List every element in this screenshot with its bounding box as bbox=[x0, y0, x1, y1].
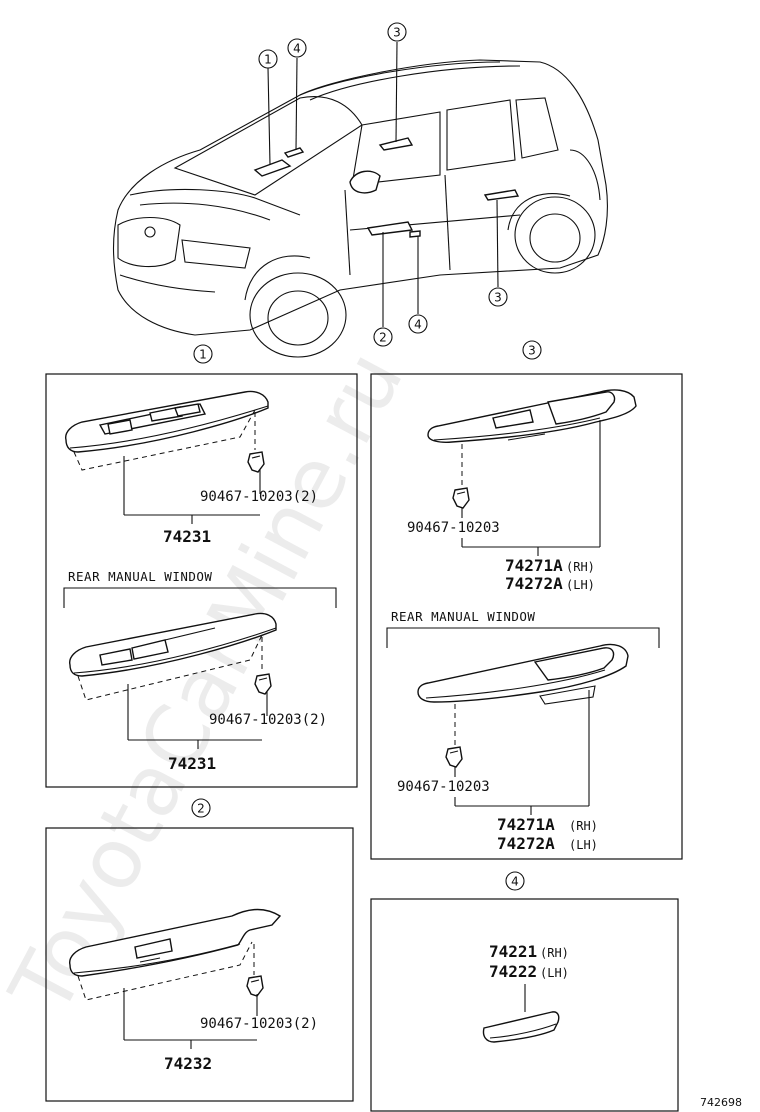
svg-text:2: 2 bbox=[197, 802, 205, 816]
dashed-outline-1r bbox=[77, 634, 263, 701]
clip-part-number-3r: 90467-10203 bbox=[397, 779, 490, 795]
side-lh-3f: (LH) bbox=[566, 578, 595, 592]
callout-4-bottom: 4 bbox=[408, 314, 428, 334]
callout-3-bottom: 3 bbox=[488, 287, 508, 307]
part-number-74271A-rear: 74271A bbox=[497, 815, 555, 834]
clip-part-number-1r: 90467-10203(2) bbox=[209, 712, 327, 728]
svg-text:1: 1 bbox=[264, 53, 272, 67]
section-2-box bbox=[45, 827, 354, 1102]
clip-icon-1f bbox=[247, 451, 265, 473]
switch-base-74231-rear bbox=[69, 612, 277, 677]
car-illustration bbox=[112, 59, 608, 358]
overview-leaders bbox=[267, 41, 499, 327]
rear-window-header-3: REAR MANUAL WINDOW bbox=[391, 609, 535, 624]
side-rh-3r: (RH) bbox=[569, 819, 598, 833]
section-label-2: 2 bbox=[191, 798, 211, 818]
svg-text:4: 4 bbox=[293, 42, 301, 56]
svg-text:4: 4 bbox=[511, 875, 519, 889]
part-number-74272A-rear: 74272A bbox=[497, 834, 555, 853]
svg-text:3: 3 bbox=[393, 26, 401, 40]
clip-icon-1r bbox=[254, 673, 272, 695]
dashed-outline-2 bbox=[77, 941, 253, 1001]
part-number-74231-front: 74231 bbox=[163, 527, 211, 546]
clip-icon-3f bbox=[452, 487, 470, 509]
part-number-74271A-front: 74271A bbox=[505, 556, 563, 575]
section-label-3: 3 bbox=[522, 340, 542, 360]
clip-icon-3r bbox=[445, 746, 463, 768]
garnish-74221 bbox=[482, 1011, 560, 1043]
clip-part-number-3f: 90467-10203 bbox=[407, 520, 500, 536]
side-rh-3f: (RH) bbox=[566, 560, 595, 574]
section-label-4: 4 bbox=[505, 871, 525, 891]
section-4-box bbox=[370, 898, 679, 1112]
side-lh-4: (LH) bbox=[540, 966, 569, 980]
clip-part-number-1f: 90467-10203(2) bbox=[200, 489, 318, 505]
side-rh-4: (RH) bbox=[540, 946, 569, 960]
svg-text:2: 2 bbox=[379, 331, 387, 345]
part-number-74232: 74232 bbox=[164, 1054, 212, 1073]
part-number-74272A-front: 74272A bbox=[505, 574, 563, 593]
section-3-box bbox=[370, 373, 683, 860]
armrest-panel-74271A-rear bbox=[417, 643, 629, 705]
switch-base-74232 bbox=[69, 908, 282, 977]
section-1-box bbox=[45, 373, 358, 788]
dashed-outline-1f bbox=[73, 409, 256, 471]
callout-4-top: 4 bbox=[287, 38, 307, 58]
callout-2-bottom: 2 bbox=[373, 327, 393, 347]
svg-text:3: 3 bbox=[528, 344, 536, 358]
part-number-74231-rear: 74231 bbox=[168, 754, 216, 773]
part-number-74222: 74222 bbox=[489, 962, 537, 981]
clip-icon-2 bbox=[246, 975, 264, 997]
side-lh-3r: (LH) bbox=[569, 838, 598, 852]
switch-base-74231-front bbox=[65, 390, 269, 453]
section-label-1: 1 bbox=[193, 344, 213, 364]
armrest-panel-74271A-front bbox=[427, 389, 637, 443]
clip-part-number-2: 90467-10203(2) bbox=[200, 1016, 318, 1032]
diagram-reference-number: 742698 bbox=[700, 1096, 742, 1109]
svg-text:4: 4 bbox=[414, 318, 422, 332]
rear-window-header-1: REAR MANUAL WINDOW bbox=[68, 569, 212, 584]
svg-text:1: 1 bbox=[199, 348, 207, 362]
svg-text:3: 3 bbox=[494, 291, 502, 305]
callout-1-top: 1 bbox=[258, 49, 278, 69]
callout-3-top: 3 bbox=[387, 22, 407, 42]
part-number-74221: 74221 bbox=[489, 942, 537, 961]
